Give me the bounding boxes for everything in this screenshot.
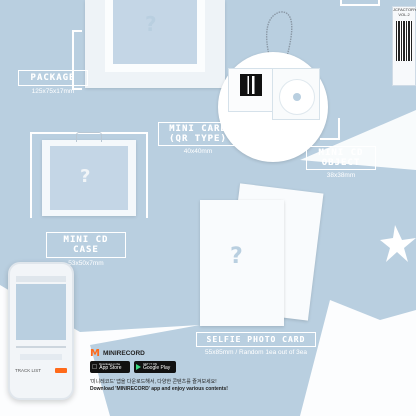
package-cover: ? xyxy=(113,0,197,64)
phone-progress xyxy=(16,346,66,348)
package-label: PACKAGE 125x75x17mm xyxy=(18,70,88,95)
google-play-icon xyxy=(136,364,141,370)
minirecord-brand: MINIRECORD xyxy=(102,350,145,357)
mini-cd-object-bracket xyxy=(320,118,340,140)
side-label-line1: JCFACTORY xyxy=(393,7,416,12)
question-mark-logo: ? xyxy=(230,244,243,269)
mini-card-size: 40x40mm xyxy=(183,148,213,155)
mini-card-qr xyxy=(228,68,273,112)
selfie-title: SELFIE PHOTO CARD xyxy=(196,332,316,347)
google-play-small: GET IT ON xyxy=(143,362,157,367)
mini-card-label: MINI CARD (QR TYPE) 40x40mm xyxy=(158,122,238,155)
ball-chain-icon xyxy=(266,11,293,61)
mini-cd-case-bracket xyxy=(30,132,148,218)
question-mark-logo: ? xyxy=(145,12,157,36)
mini-cd-object-title: MINI CD xyxy=(318,148,364,158)
package-inner-frame xyxy=(105,0,205,72)
corner-frame xyxy=(340,0,380,6)
side-label-line2: VOL.2 xyxy=(398,12,410,17)
phone-orange-button xyxy=(55,368,67,373)
selfie-card-front: ? xyxy=(200,200,284,326)
google-play-label: Google Play xyxy=(143,364,171,371)
selfie-label: SELFIE PHOTO CARD 55x85mm / Random 1ea o… xyxy=(196,332,316,356)
mini-cd-object-title2: OBJECT xyxy=(321,158,361,168)
cd-disc xyxy=(279,79,315,115)
phone-header xyxy=(16,276,66,282)
app-store-small: Download on the xyxy=(94,362,120,367)
cd-case-cover: ? xyxy=(50,146,128,210)
package-size: 125x75x17mm xyxy=(31,88,75,95)
apple-icon:  xyxy=(92,364,97,371)
mini-cd-object-size: 38x38mm xyxy=(326,172,356,179)
mini-cd-case: ? xyxy=(42,132,136,216)
selfie-size: 55x85mm / Random 1ea out of 3ea xyxy=(205,349,307,356)
mini-card-subtitle: (QR TYPE) xyxy=(169,134,227,144)
barcode xyxy=(396,21,412,61)
phone-track-row: TRACK LIST xyxy=(15,368,67,373)
question-mark-logo: ? xyxy=(80,166,91,187)
phone-controls xyxy=(20,354,62,360)
cd-case-tab-icon xyxy=(76,132,102,142)
mini-cd-object-label: MINI CD OBJECT 38x38mm xyxy=(306,146,376,179)
phone-mockup: TRACK LIST xyxy=(8,262,74,400)
mini-card-bracket xyxy=(262,118,284,132)
cd-hole xyxy=(293,93,301,101)
mini-cd-case-size: 53x50x7mm xyxy=(68,260,104,267)
instruction-korean: '미니레코드' 앱을 다운로드해서, 다양한 콘텐츠를 즐겨보세요! xyxy=(90,379,217,385)
app-store-button[interactable]:  Download on the App Store xyxy=(90,361,130,373)
mini-cd-object xyxy=(272,68,320,120)
track-list-label: TRACK LIST xyxy=(15,368,42,373)
mini-cd-case-title: MINI CD CASE xyxy=(46,232,126,258)
mini-cd-case-label: MINI CD CASE 53x50x7mm xyxy=(46,232,126,267)
package-bracket xyxy=(72,30,82,90)
phone-album-art xyxy=(16,284,66,340)
package-title: PACKAGE xyxy=(18,70,88,86)
app-store-label: App Store xyxy=(94,364,121,371)
google-play-button[interactable]: GET IT ON Google Play xyxy=(134,361,176,373)
instruction-english: Download 'MINIRECORD' app and enjoy vari… xyxy=(90,386,228,392)
minirecord-m-icon: M xyxy=(90,348,100,359)
qr-code-icon xyxy=(239,74,262,96)
mini-card-title: MINI CARD xyxy=(169,124,227,134)
side-barcode-label: JCFACTORY VOL.2 xyxy=(392,6,416,86)
minirecord-logo: M MINIRECORD xyxy=(90,348,145,359)
